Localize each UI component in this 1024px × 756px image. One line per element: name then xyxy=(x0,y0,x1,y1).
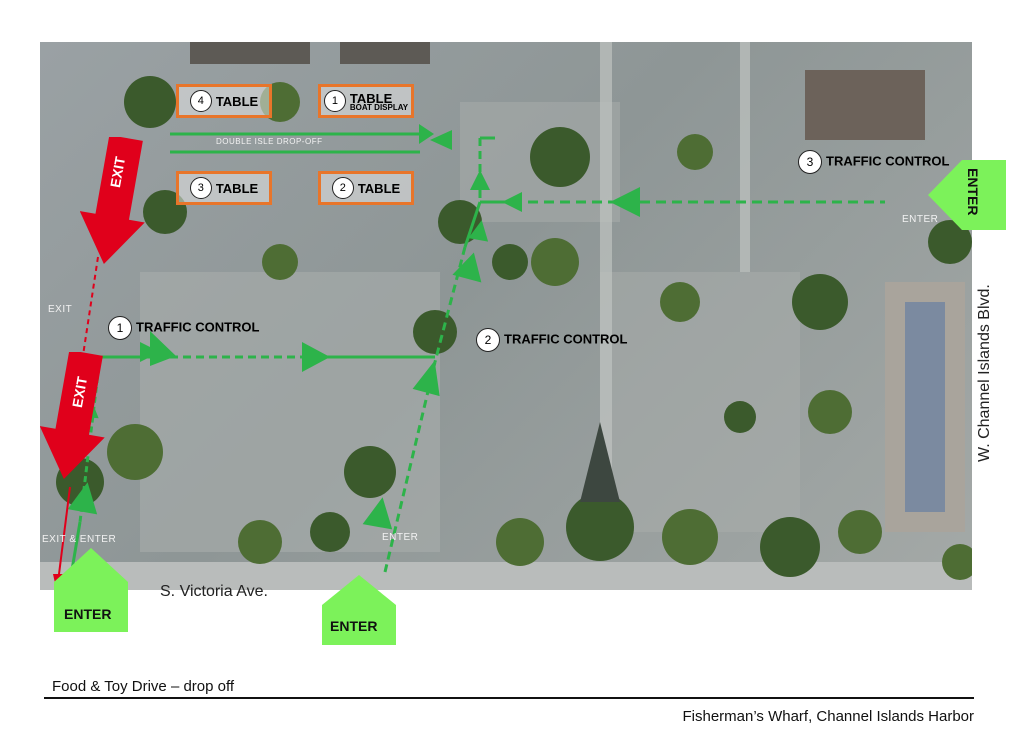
exit-small-label: EXIT xyxy=(48,304,73,315)
table-label: TABLE xyxy=(215,180,259,196)
exit-arrow-upper xyxy=(80,137,145,265)
exit-enter-label: EXIT & ENTER xyxy=(42,534,117,545)
traffic-label: TRAFFIC CONTROL xyxy=(826,153,950,169)
traffic-label: TRAFFIC CONTROL xyxy=(504,331,628,347)
enter-badge-left xyxy=(54,548,128,632)
table-label: TABLE xyxy=(349,90,393,106)
street-label-victoria: S. Victoria Ave. xyxy=(160,583,268,600)
footer-location: Fisherman’s Wharf, Channel Islands Harbo… xyxy=(682,708,974,725)
traffic-number: 1 xyxy=(108,316,132,340)
table-label: TABLE xyxy=(215,93,259,109)
table-number: 4 xyxy=(189,90,212,112)
map-background xyxy=(40,42,972,590)
table-label: TABLE xyxy=(357,180,401,196)
enter-label-right: ENTER xyxy=(965,168,981,216)
enter-badge-middle xyxy=(322,575,396,645)
table-1: 1 TABLE BOAT DISPLAY xyxy=(318,84,414,118)
exit-arrow-lower xyxy=(40,352,105,480)
enter-label-left: ENTER xyxy=(64,606,112,622)
enter-right-label: ENTER xyxy=(902,214,939,225)
table-2: 2 TABLE xyxy=(318,171,414,205)
table-sublabel: BOAT DISPLAY xyxy=(349,102,409,112)
traffic-number: 3 xyxy=(798,150,822,174)
street-label-channel-islands: W. Channel Islands Blvd. xyxy=(976,284,993,462)
aerial-map: EXIT EXIT 4 TABLE 1 TABLE BOAT DISPLAY 3… xyxy=(40,42,972,590)
traffic-label: TRAFFIC CONTROL xyxy=(136,319,260,335)
table-number: 1 xyxy=(323,90,346,112)
traffic-number: 2 xyxy=(476,328,500,352)
table-number: 3 xyxy=(189,177,212,199)
table-label-wrap: TABLE BOAT DISPLAY xyxy=(350,91,408,112)
footer-divider xyxy=(44,697,974,699)
enter-badge-right xyxy=(928,160,1006,230)
enter-label-middle: ENTER xyxy=(330,618,378,634)
table-3: 3 TABLE xyxy=(176,171,272,205)
table-number: 2 xyxy=(331,177,354,199)
enter-mid-label: ENTER xyxy=(382,532,419,543)
footer-title: Food & Toy Drive – drop off xyxy=(52,678,235,695)
double-isle-label: DOUBLE ISLE DROP-OFF xyxy=(216,137,323,146)
table-4: 4 TABLE xyxy=(176,84,272,118)
